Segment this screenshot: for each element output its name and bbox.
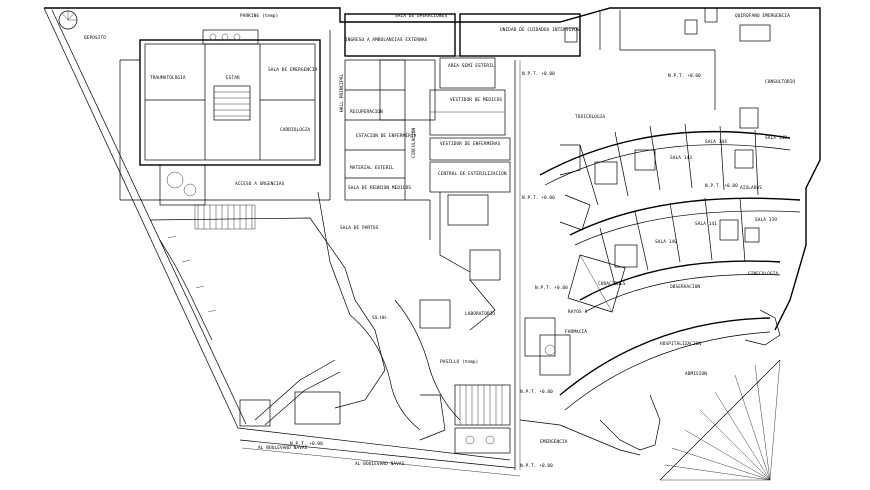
spiral-stair <box>58 10 78 30</box>
radial-canopy <box>659 359 781 481</box>
central-block <box>344 7 771 470</box>
curved-wing <box>524 107 801 451</box>
site-boundary <box>43 7 821 477</box>
nw-block <box>119 29 331 230</box>
south-lobby <box>419 249 641 456</box>
south-west-zone <box>149 191 461 431</box>
